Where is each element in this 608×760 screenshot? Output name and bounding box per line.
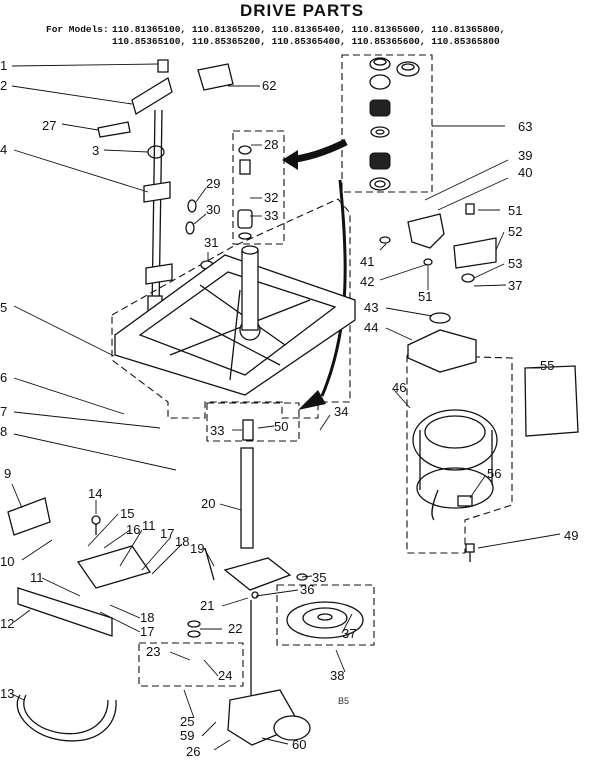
callout: 51 [508, 203, 522, 218]
models-label: For Models: [46, 24, 109, 35]
callout: 20 [201, 496, 215, 511]
base-plate [114, 245, 356, 396]
callout: 55 [540, 358, 554, 373]
callout: 52 [508, 224, 522, 239]
group-box-base-plate [111, 198, 351, 419]
kit-arrow-upper-head [282, 150, 298, 170]
page-title: DRIVE PARTS [240, 1, 364, 20]
callout: 8 [0, 424, 7, 439]
callout: 36 [300, 582, 314, 597]
callout: 18 [140, 610, 154, 625]
callout: 56 [487, 466, 501, 481]
models-line-1: 110.81365100, 110.81365200, 110.81365400… [112, 24, 505, 35]
clutch-parts [7, 497, 152, 742]
callout: 40 [518, 165, 532, 180]
callout: 21 [200, 598, 214, 613]
callout: 29 [206, 176, 220, 191]
drive-motor [412, 409, 498, 521]
callout: 13 [0, 686, 14, 701]
group-box-23-24 [138, 642, 244, 687]
callout: 12 [0, 616, 14, 631]
group-box-28-33 [232, 130, 285, 245]
callout: 53 [508, 256, 522, 271]
motor-shield [524, 365, 579, 437]
callout: 33 [264, 208, 278, 223]
transmission-shaft [187, 419, 311, 746]
callout: 50 [274, 419, 288, 434]
callout: 51 [418, 289, 432, 304]
models-line-2: 110.85365100, 110.85365200, 110.85365400… [112, 36, 500, 47]
callout: 44 [364, 320, 378, 335]
group-box-33-50 [206, 402, 300, 442]
kit-arrow-lower [320, 179, 347, 397]
callout: 35 [312, 570, 326, 585]
callout: 7 [0, 404, 7, 419]
callout: 18 [175, 534, 189, 549]
motor-bracket-parts [379, 203, 497, 373]
callout: 27 [42, 118, 56, 133]
callout: 11 [30, 570, 44, 585]
callout: 28 [264, 137, 278, 152]
misc-mark: B5 [338, 696, 349, 706]
callout: 62 [262, 78, 276, 93]
bearing-kit-63 [369, 57, 420, 191]
group-box-63 [341, 54, 433, 193]
callout: 22 [228, 621, 242, 636]
group-box-motor [406, 354, 513, 554]
callout: 60 [292, 737, 306, 752]
callout: 49 [564, 528, 578, 543]
callout: 25 [180, 714, 194, 729]
callout: 5 [0, 300, 7, 315]
callout: 33 [210, 423, 224, 438]
callouts: 1 2 62 27 3 4 28 29 32 30 33 31 63 39 40… [0, 58, 578, 759]
callout: 15 [120, 506, 134, 521]
callout: 17 [160, 526, 174, 541]
callout: 1 [0, 58, 7, 73]
callout: 16 [126, 522, 140, 537]
callout: 34 [334, 404, 348, 419]
callout: 9 [4, 466, 11, 481]
callout: 42 [360, 274, 374, 289]
kit-arrow-lower-head [298, 390, 326, 410]
callout: 43 [364, 300, 378, 315]
callout: 6 [0, 370, 7, 385]
callout: 3 [92, 143, 99, 158]
group-box-37-38 [276, 584, 375, 646]
callout: 23 [146, 644, 160, 659]
callout: 41 [360, 254, 374, 269]
callout: 14 [88, 486, 102, 501]
callout: 37 [342, 626, 356, 641]
callout: 39 [518, 148, 532, 163]
seal-stack [237, 145, 253, 240]
screw-49 [465, 543, 475, 562]
callout: 46 [392, 380, 406, 395]
callout: 38 [330, 668, 344, 683]
callout: 19 [190, 541, 204, 556]
callout: 37 [508, 278, 522, 293]
callout: 31 [204, 235, 218, 250]
callout: 17 [140, 624, 154, 639]
callout: 63 [518, 119, 532, 134]
callout: 4 [0, 142, 7, 157]
callout: 59 [180, 728, 194, 743]
callout: 30 [206, 202, 220, 217]
callout: 10 [0, 554, 14, 569]
callout: 26 [186, 744, 200, 759]
callout: 32 [264, 190, 278, 205]
callout: 2 [0, 78, 7, 93]
leader-lines [11, 63, 561, 751]
callout: 11 [142, 518, 156, 533]
callout: 24 [218, 668, 232, 683]
